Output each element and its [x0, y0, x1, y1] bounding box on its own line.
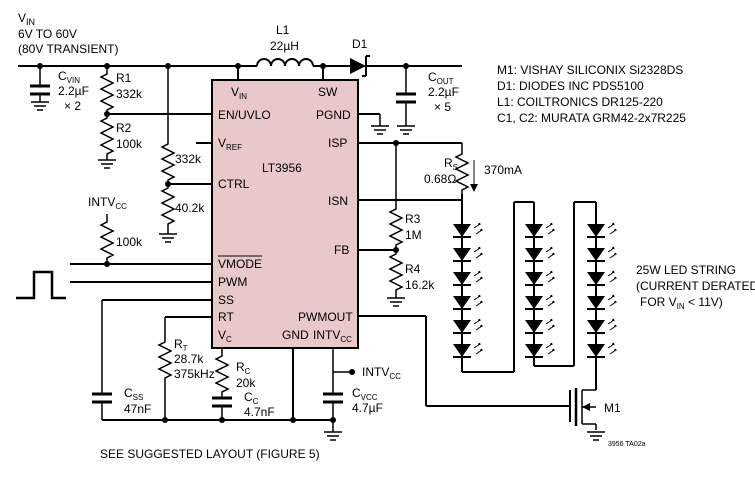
pin-gnd: GND	[282, 328, 309, 342]
cvcc-value: 4.7µF	[352, 401, 383, 415]
sense-network	[358, 140, 478, 222]
css-label: CSS	[124, 386, 143, 402]
layout-note: SEE SUGGESTED LAYOUT (FIGURE 5)	[100, 447, 320, 461]
pin-vref: VREF	[218, 136, 242, 152]
ground-bus	[102, 417, 343, 441]
m1-mosfet	[358, 315, 606, 441]
cout-label: COUT	[428, 70, 454, 86]
rdiv-top-value: 332k	[175, 152, 202, 166]
l1-value: 22µH	[270, 39, 299, 53]
ic-name: LT3956	[262, 161, 302, 175]
pin-isp: ISP	[328, 136, 347, 150]
css-capacitor	[90, 299, 212, 420]
pgnd-ground	[358, 113, 390, 135]
pin-vmode: VMODE	[218, 257, 262, 271]
pin-fb: FB	[334, 243, 349, 257]
led-string-note-2: FOR VIN < 11V)	[640, 295, 723, 311]
rs-value: 0.68Ω	[424, 172, 456, 186]
cout-mult: × 5	[434, 100, 451, 114]
cvin-label: CVIN	[58, 69, 80, 85]
rt-label: RT	[174, 337, 188, 353]
pin-ctrl: CTRL	[218, 177, 250, 191]
r3-r4-divider	[358, 143, 406, 307]
r4-label: R4	[405, 262, 421, 276]
cc-label: CC	[244, 390, 259, 406]
pwm-pulse-icon	[16, 270, 66, 300]
pin-intvcc: INTVCC	[313, 328, 352, 344]
r3-label: R3	[405, 212, 421, 226]
intvcc-label: INTVCC	[88, 195, 127, 211]
rc-value: 20k	[236, 376, 256, 390]
rc-label: RC	[236, 360, 251, 376]
rs-current: 370mA	[484, 163, 522, 177]
pin-vin: VIN	[231, 85, 247, 101]
pin-enuvlo: EN/UVLO	[218, 108, 271, 122]
r1-label: R1	[116, 71, 132, 85]
r2-label: R2	[116, 121, 132, 135]
cc-value: 4.7nF	[244, 405, 275, 419]
l1-inductor	[256, 58, 350, 80]
vin-transient-label: (80V TRANSIENT)	[18, 42, 118, 56]
r1-value: 332k	[116, 87, 143, 101]
pin-sw: SW	[318, 85, 338, 99]
rc-cc-network	[210, 348, 234, 420]
rs-label: RS	[444, 156, 458, 172]
cvin-capacitor	[28, 66, 52, 111]
r1-r2-divider	[97, 66, 212, 169]
m1-label: M1	[604, 401, 621, 415]
vin-label: VIN	[18, 11, 35, 27]
bom-item: C1, C2: MURATA GRM42-2x7R225	[497, 111, 686, 125]
led-string-label: 25W LED STRING	[636, 263, 736, 277]
bom-list: M1: VISHAY SILICONIX Si2328DS D1: DIODES…	[497, 63, 686, 125]
intvcc-value: 100k	[116, 235, 143, 249]
bom-item: M1: VISHAY SILICONIX Si2328DS	[497, 63, 683, 77]
figure-code: 3956 TA02a	[608, 441, 646, 448]
led-strings	[452, 201, 617, 390]
d1-diode	[350, 55, 462, 77]
intvcc-pullup	[100, 214, 114, 267]
pin-vc: VC	[218, 328, 232, 344]
vin-range-label: 6V TO 60V	[18, 27, 77, 41]
rt-resistor	[158, 316, 212, 420]
vin-rail	[18, 63, 257, 80]
pin-pwmout: PWMOUT	[298, 310, 353, 324]
l1-label: L1	[276, 23, 290, 37]
cvin-value: 2.2µF	[58, 84, 89, 98]
r3-value: 1M	[405, 228, 422, 242]
cvcc-capacitor	[321, 348, 355, 432]
css-value: 47nF	[124, 402, 151, 416]
cvin-mult: × 2	[64, 99, 81, 113]
pin-ss: SS	[218, 293, 234, 307]
lt3956-ic	[211, 79, 359, 349]
pin-pwm: PWM	[218, 275, 247, 289]
cvcc-label: CVCC	[352, 386, 378, 402]
d1-label: D1	[352, 37, 368, 51]
r4-value: 16.2k	[405, 278, 435, 292]
cvcc-net-label: INTVCC	[362, 365, 401, 381]
r2-value: 100k	[116, 137, 143, 151]
pin-rt: RT	[218, 310, 234, 324]
rt-value: 28.7k	[174, 352, 204, 366]
ctrl-divider	[158, 66, 212, 243]
pin-isn: ISN	[328, 194, 348, 208]
bom-item: L1: COILTRONICS DR125-220	[497, 95, 663, 109]
rt-frequency: 375kHz	[174, 367, 215, 381]
led-string-note: (CURRENT DERATED	[636, 279, 755, 293]
bom-item: D1: DIODES INC PDS5100	[497, 79, 644, 93]
pin-pgnd: PGND	[316, 108, 351, 122]
cout-capacitor	[394, 66, 418, 135]
cout-value: 2.2µF	[428, 85, 459, 99]
rdiv-bottom-value: 40.2k	[175, 201, 205, 215]
